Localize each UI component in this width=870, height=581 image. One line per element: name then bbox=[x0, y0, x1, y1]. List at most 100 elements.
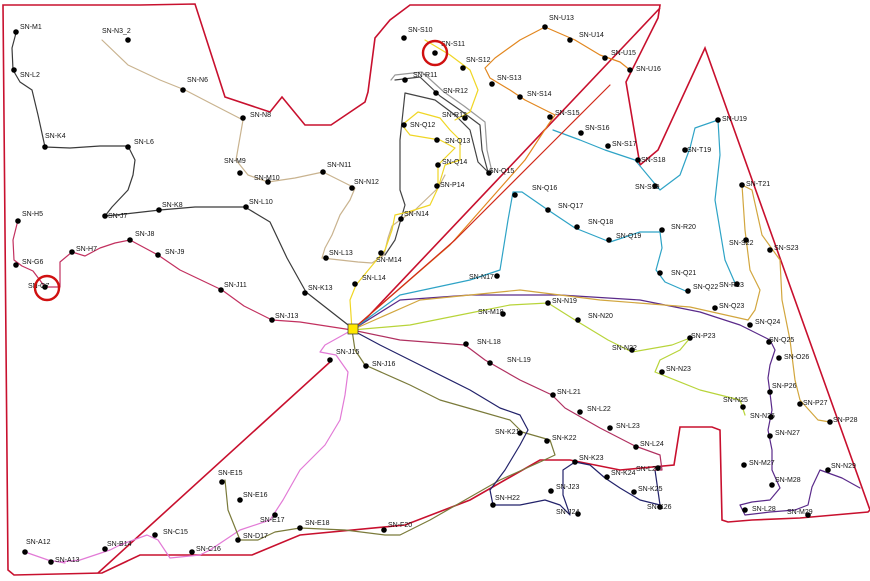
node-dot[interactable] bbox=[545, 300, 551, 306]
node-dot[interactable] bbox=[156, 207, 162, 213]
node-dot[interactable] bbox=[320, 169, 326, 175]
map-node[interactable]: SN-Q14 bbox=[435, 159, 467, 168]
map-node[interactable]: SN-M9 bbox=[224, 158, 246, 176]
node-dot[interactable] bbox=[243, 204, 249, 210]
map-node[interactable]: SN-L25 bbox=[636, 465, 661, 473]
map-node[interactable]: SN-Q12 bbox=[401, 122, 435, 129]
map-node[interactable]: SN-N19 bbox=[545, 298, 577, 306]
node-dot[interactable] bbox=[219, 479, 225, 485]
node-dot[interactable] bbox=[734, 281, 740, 287]
map-node[interactable]: SN-J9 bbox=[155, 249, 185, 258]
node-dot[interactable] bbox=[489, 81, 495, 87]
node-dot[interactable] bbox=[490, 502, 496, 508]
map-node[interactable]: SN-S19 bbox=[635, 183, 660, 191]
map-node[interactable]: SN-Q23 bbox=[712, 303, 744, 311]
node-dot[interactable] bbox=[657, 270, 663, 276]
map-node[interactable]: SN-S18 bbox=[635, 157, 666, 164]
map-node[interactable]: SN-J15 bbox=[327, 349, 359, 363]
node-dot[interactable] bbox=[607, 425, 613, 431]
map-node[interactable]: SN-K22 bbox=[544, 435, 577, 444]
node-dot[interactable] bbox=[42, 284, 48, 290]
node-dot[interactable] bbox=[269, 317, 275, 323]
node-dot[interactable] bbox=[48, 559, 54, 565]
node-dot[interactable] bbox=[741, 462, 747, 468]
map-node[interactable]: SN-N22 bbox=[612, 345, 637, 353]
map-node[interactable]: SN-L6 bbox=[125, 139, 154, 150]
node-dot[interactable] bbox=[500, 311, 506, 317]
map-node[interactable]: SN-N14 bbox=[398, 211, 429, 222]
map-node[interactable]: SN-P23 bbox=[687, 333, 716, 341]
map-node[interactable]: SN-C16 bbox=[189, 546, 221, 555]
map-node[interactable]: SN-T19 bbox=[682, 147, 711, 154]
node-dot[interactable] bbox=[235, 537, 241, 543]
node-dot[interactable] bbox=[712, 305, 718, 311]
node-dot[interactable] bbox=[575, 317, 581, 323]
node-dot[interactable] bbox=[352, 281, 358, 287]
node-dot[interactable] bbox=[635, 157, 641, 163]
node-dot[interactable] bbox=[102, 213, 108, 219]
node-dot[interactable] bbox=[577, 409, 583, 415]
node-dot[interactable] bbox=[180, 87, 186, 93]
map-node[interactable]: SN-N25 bbox=[723, 397, 748, 410]
node-dot[interactable] bbox=[435, 162, 441, 168]
map-node[interactable]: SN-J11 bbox=[218, 282, 247, 293]
map-node[interactable]: SN-L10 bbox=[243, 199, 273, 210]
map-node[interactable]: SN-L24 bbox=[633, 441, 664, 450]
map-node[interactable]: SN-L22 bbox=[577, 406, 611, 415]
node-dot[interactable] bbox=[542, 24, 548, 30]
node-dot[interactable] bbox=[218, 287, 224, 293]
node-dot[interactable] bbox=[767, 247, 773, 253]
map-node[interactable]: SN-L23 bbox=[607, 423, 640, 431]
node-dot[interactable] bbox=[740, 404, 746, 410]
node-dot[interactable] bbox=[633, 444, 639, 450]
node-dot[interactable] bbox=[629, 347, 635, 353]
node-dot[interactable] bbox=[769, 482, 775, 488]
node-dot[interactable] bbox=[327, 357, 333, 363]
map-node[interactable]: SN-M29 bbox=[787, 509, 813, 518]
map-node[interactable]: SN-L28 bbox=[742, 506, 776, 513]
node-dot[interactable] bbox=[657, 504, 663, 510]
map-node[interactable]: SN-N27 bbox=[767, 430, 800, 439]
map-node[interactable]: SN-O26 bbox=[776, 354, 809, 361]
map-node[interactable]: SN-J16 bbox=[363, 361, 395, 369]
map-node[interactable]: SN-Q18 bbox=[574, 219, 613, 230]
map-node[interactable]: SN-M1 bbox=[13, 24, 42, 35]
map-node[interactable]: SN-S15 bbox=[547, 110, 580, 120]
node-dot[interactable] bbox=[578, 130, 584, 136]
node-dot[interactable] bbox=[547, 114, 553, 120]
map-node[interactable]: SN-N11 bbox=[320, 162, 351, 175]
map-node[interactable]: SN-K21 bbox=[495, 429, 523, 436]
node-dot[interactable] bbox=[767, 389, 773, 395]
map-node[interactable]: SN-N12 bbox=[349, 179, 379, 191]
node-dot[interactable] bbox=[827, 419, 833, 425]
node-dot[interactable] bbox=[349, 185, 355, 191]
node-dot[interactable] bbox=[743, 237, 749, 243]
map-node[interactable]: SN-M27 bbox=[741, 460, 775, 468]
node-dot[interactable] bbox=[13, 262, 19, 268]
node-dot[interactable] bbox=[682, 147, 688, 153]
map-node[interactable]: SN-N20 bbox=[575, 313, 613, 323]
node-dot[interactable] bbox=[715, 117, 721, 123]
map-node[interactable]: SN-H7 bbox=[69, 246, 97, 255]
map-node[interactable]: SN-Q16 bbox=[512, 185, 557, 198]
map-node[interactable]: SN-S16 bbox=[578, 125, 610, 136]
node-dot[interactable] bbox=[739, 182, 745, 188]
node-dot[interactable] bbox=[687, 335, 693, 341]
map-node[interactable]: SN-H5 bbox=[15, 211, 43, 224]
map-node[interactable]: SN-R12 bbox=[433, 88, 468, 96]
map-node[interactable]: SN-L2 bbox=[11, 67, 40, 79]
map-node[interactable]: SN-L21 bbox=[550, 389, 581, 398]
node-dot[interactable] bbox=[297, 525, 303, 531]
node-dot[interactable] bbox=[125, 37, 131, 43]
node-dot[interactable] bbox=[604, 474, 610, 480]
node-dot[interactable] bbox=[825, 467, 831, 473]
map-node[interactable]: SN-M10 bbox=[254, 175, 280, 185]
map-node[interactable]: SN-J7 bbox=[102, 213, 128, 220]
node-dot[interactable] bbox=[548, 488, 554, 494]
map-node[interactable]: SN-L19 bbox=[487, 357, 531, 366]
node-dot[interactable] bbox=[265, 179, 271, 185]
node-dot[interactable] bbox=[152, 532, 158, 538]
map-node[interactable]: SN-D17 bbox=[235, 533, 268, 543]
map-node[interactable]: SN-S17 bbox=[605, 141, 637, 149]
map-node[interactable]: SN-U15 bbox=[602, 50, 636, 61]
